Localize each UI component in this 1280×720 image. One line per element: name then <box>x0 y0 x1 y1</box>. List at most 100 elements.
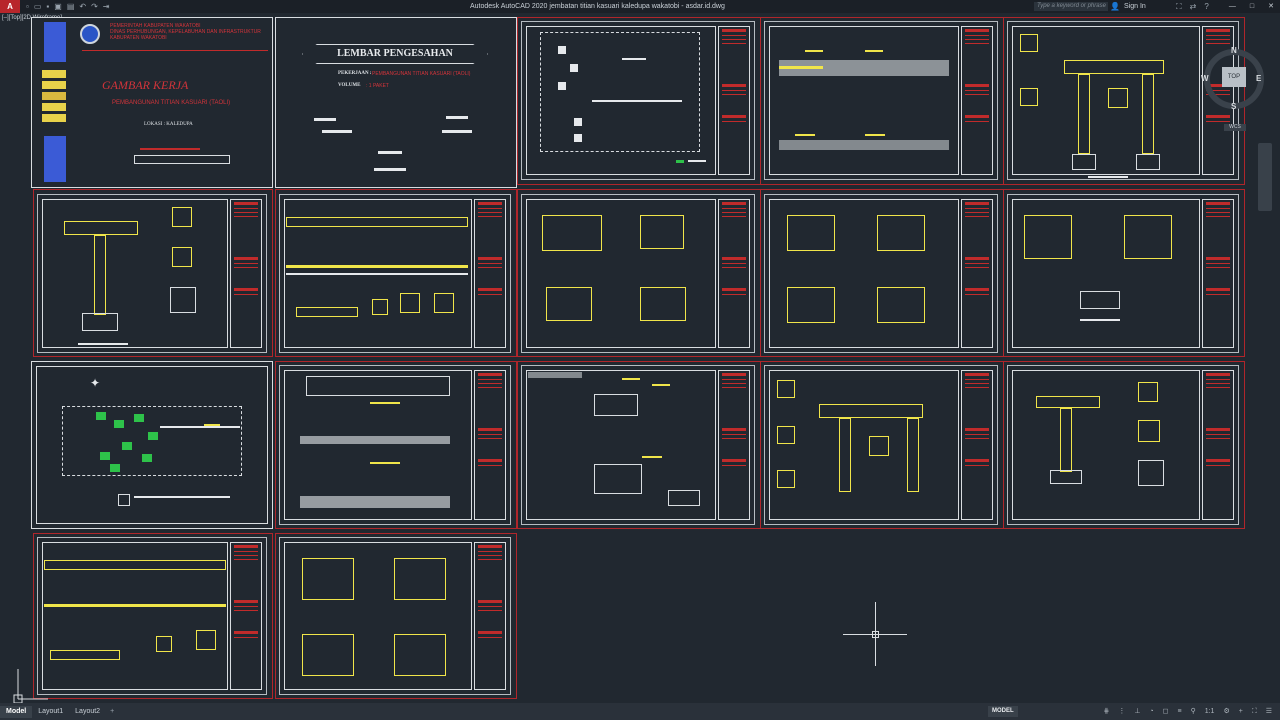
close-button[interactable]: ✕ <box>1268 3 1274 10</box>
status-bar: Model Layout1 Layout2 + MODEL ⋕ ⋮ ⊥ ◔ ◻ … <box>0 703 1280 720</box>
signature-line <box>314 118 336 121</box>
signature-line <box>446 116 468 119</box>
redo-icon[interactable]: ↷ <box>91 2 98 11</box>
sheet-frame <box>33 189 273 357</box>
sheet-frame <box>275 361 517 529</box>
quick-access-toolbar: ▫ ▭ ▪ ▣ ▤ ↶ ↷ ⇥ <box>26 2 109 11</box>
grid-icon[interactable]: ⋕ <box>1103 708 1110 715</box>
plus-icon[interactable]: + <box>1238 708 1243 715</box>
approval-sheet <box>275 17 517 188</box>
window-controls: — □ ✕ <box>1229 0 1274 13</box>
cart-icon[interactable]: ⛶ <box>1176 2 1182 11</box>
save-as-icon[interactable]: ▣ <box>54 2 62 11</box>
tab-layout2[interactable]: Layout2 <box>75 707 101 715</box>
lineweight-icon[interactable]: ≡ <box>1177 708 1182 715</box>
approval-title: LEMBAR PENGESAHAN <box>337 48 453 59</box>
tab-model[interactable]: Model <box>0 705 33 718</box>
ucs-icon <box>13 669 48 704</box>
compass-north[interactable]: N <box>1231 46 1237 55</box>
cover-institution-line3: KABUPATEN WAKATOBI <box>110 35 167 41</box>
cover-divider <box>82 50 268 51</box>
pekerjaan-value: PEMBANGUNAN TITIAN KASUARI (TAOLI) <box>372 71 471 77</box>
drawing-sheet-12 <box>279 365 511 525</box>
new-file-icon[interactable]: ▫ <box>26 2 29 11</box>
signature-line <box>442 130 472 133</box>
search-input[interactable]: Type a keyword or phrase <box>1034 2 1108 11</box>
drawing-sheet-13 <box>521 365 755 525</box>
help-toolbar: ⛶ ⇄ ? <box>1176 0 1209 13</box>
cover-location: LOKASI : KALEDUPA <box>144 122 193 127</box>
user-icon[interactable]: 👤 <box>1110 2 1120 11</box>
navigation-bar[interactable] <box>1258 143 1272 211</box>
site-plan-sheet: ✦ <box>31 361 273 529</box>
approval-title-frame <box>302 44 488 64</box>
cover-band-blue <box>44 22 66 62</box>
status-toggles: ⋕ ⋮ ⊥ ◔ ◻ ≡ ⚲ 1:1 ⚙ + ⛶ ☰ <box>1103 703 1272 720</box>
share-icon[interactable]: ⇥ <box>102 2 110 11</box>
window-title: Autodesk AutoCAD 2020 jembatan titian ka… <box>470 3 725 10</box>
drawing-sheet-9 <box>764 194 998 353</box>
volume-label: VOLUME <box>338 83 361 88</box>
cover-box <box>134 155 230 164</box>
gear-icon[interactable]: ⚙ <box>1223 708 1230 715</box>
signature-line <box>322 130 352 133</box>
compass-west[interactable]: W <box>1201 74 1209 83</box>
volume-value: : 1 PAKET <box>366 83 389 89</box>
crosshair-pickbox <box>872 631 879 638</box>
annotation-icon[interactable]: ⚲ <box>1190 708 1196 715</box>
drawing-sheet-15 <box>1007 365 1239 525</box>
sheet-frame <box>275 189 517 357</box>
wcs-menu[interactable]: WCS <box>1224 124 1246 131</box>
cover-photo-column <box>42 70 66 130</box>
tab-layout1[interactable]: Layout1 <box>38 707 64 715</box>
sheet-frame <box>1003 189 1245 357</box>
title-bar: A ▫ ▭ ▪ ▣ ▤ ↶ ↷ ⇥ Autodesk AutoCAD 2020 … <box>0 0 1280 13</box>
print-icon[interactable]: ▤ <box>66 2 75 11</box>
drawing-sheet-3 <box>521 21 755 180</box>
cover-institution-line2: DINAS PERHUBUNGAN, KEPELABUHAN DAN INFRA… <box>110 29 261 35</box>
pekerjaan-label: PEKERJAAN : <box>338 71 372 76</box>
drawing-sheet-17 <box>279 537 511 695</box>
model-space-toggle[interactable]: MODEL <box>988 706 1018 717</box>
cover-title: GAMBAR KERJA <box>102 78 189 92</box>
crosshair-vertical <box>875 602 876 666</box>
open-file-icon[interactable]: ▭ <box>33 2 42 11</box>
cover-subtitle: PEMBANGUNAN TITIAN KASUARI (TAOLI) <box>112 100 231 106</box>
drawing-sheet-10 <box>1007 194 1239 353</box>
sheet-frame <box>33 533 273 699</box>
signature-line <box>378 151 402 154</box>
cover-sheet: PEMERINTAH KABUPATEN WAKATOBI DINAS PERH… <box>31 17 273 188</box>
sheet-frame <box>1003 361 1245 529</box>
help-icon[interactable]: ? <box>1204 2 1209 11</box>
north-arrow-icon: ✦ <box>90 376 101 390</box>
sheet-frame <box>275 533 517 699</box>
viewcube-top-face[interactable]: TOP <box>1222 67 1246 87</box>
viewcube[interactable]: TOP <box>1204 49 1264 109</box>
signature-line <box>374 168 406 171</box>
maximize-button[interactable]: □ <box>1249 3 1255 10</box>
ortho-icon[interactable]: ⊥ <box>1134 708 1141 715</box>
save-icon[interactable]: ▪ <box>46 2 50 11</box>
drawing-sheet-4 <box>764 21 998 180</box>
minimize-button[interactable]: — <box>1228 3 1236 10</box>
fullscreen-icon[interactable]: ⛶ <box>1251 708 1257 715</box>
sign-in-button[interactable]: Sign In <box>1124 3 1146 10</box>
add-layout-button[interactable]: + <box>110 708 115 715</box>
undo-icon[interactable]: ↶ <box>79 2 87 11</box>
cover-institution-line1: PEMERINTAH KABUPATEN WAKATOBI <box>110 23 201 29</box>
drawing-sheet-8 <box>521 194 755 353</box>
drawing-sheet-14 <box>764 365 998 525</box>
drawing-sheet-7 <box>279 194 511 353</box>
exchange-icon[interactable]: ⇄ <box>1189 2 1197 11</box>
osnap-icon[interactable]: ◻ <box>1162 708 1169 715</box>
snap-icon[interactable]: ⋮ <box>1118 708 1126 715</box>
application-menu-button[interactable]: A <box>0 0 20 13</box>
scale-label[interactable]: 1:1 <box>1204 708 1215 715</box>
polar-icon[interactable]: ◔ <box>1149 708 1154 715</box>
compass-south[interactable]: S <box>1231 102 1237 111</box>
cover-band-blue <box>44 136 66 182</box>
drawing-canvas[interactable]: PEMERINTAH KABUPATEN WAKATOBI DINAS PERH… <box>0 13 1280 704</box>
compass-east[interactable]: E <box>1256 74 1262 83</box>
cover-bar <box>140 148 200 150</box>
menu-icon[interactable]: ☰ <box>1265 708 1272 715</box>
